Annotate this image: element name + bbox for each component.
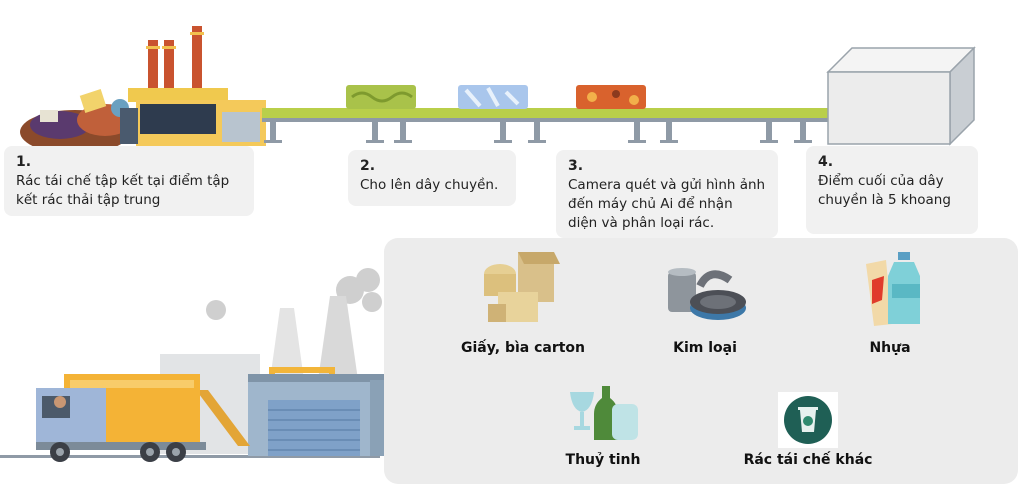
step-1-box: 1. Rác tái chế tập kết tại điểm tập kết … (4, 146, 254, 216)
step-2-box: 2. Cho lên dây chuyền. (348, 150, 516, 206)
category-label-paper: Giấy, bìa carton (460, 340, 586, 356)
chimney-icon (318, 296, 358, 380)
step-4-box: 4. Điểm cuối của dây chuyền là 5 khoang (806, 146, 978, 234)
glass-icon (570, 386, 638, 440)
metal-cans-icon (668, 268, 746, 320)
plant-building-icon (248, 374, 418, 456)
factory-building-icon (120, 26, 266, 146)
category-label-other-recyclables: Rác tái chế khác (743, 452, 873, 468)
smoke-icon (206, 268, 397, 320)
step-2-number: 2. (360, 158, 376, 174)
step-3-number: 3. (568, 158, 584, 174)
green-waste-packet-icon (346, 85, 416, 109)
step-2-text: Cho lên dây chuyền. (360, 177, 499, 193)
ramp-icon (196, 390, 250, 446)
paper-carton-icon (484, 252, 560, 322)
step-4-text: Điểm cuối của dây chuyền là 5 khoang (818, 173, 951, 208)
garbage-pile-icon (20, 89, 133, 154)
step-3-box: 3. Camera quét và gửi hình ảnh đến máy c… (556, 150, 778, 238)
factory-scene (20, 26, 976, 154)
collection-box-icon (826, 46, 976, 146)
conveyor-belt (262, 108, 828, 143)
recycle-bin-icon (778, 392, 838, 448)
step-3-text: Camera quét và gửi hình ảnh đến máy chủ … (568, 177, 766, 231)
category-label-glass: Thuỷ tinh (565, 452, 641, 468)
category-label-metal: Kim loại (673, 340, 737, 356)
step-1-text: Rác tái chế tập kết tại điểm tập kết rác… (16, 173, 230, 208)
chimney-icon (270, 308, 304, 380)
plastic-bottle-icon (866, 252, 920, 326)
recycling-plant-scene (0, 268, 418, 462)
orange-waste-packet-icon (576, 85, 646, 109)
ground-line (0, 455, 380, 458)
step-4-number: 4. (818, 154, 834, 170)
step-1-number: 1. (16, 154, 32, 170)
blue-waste-packet-icon (458, 85, 528, 109)
category-label-plastic: Nhựa (869, 340, 911, 356)
garbage-truck-icon (36, 374, 206, 462)
